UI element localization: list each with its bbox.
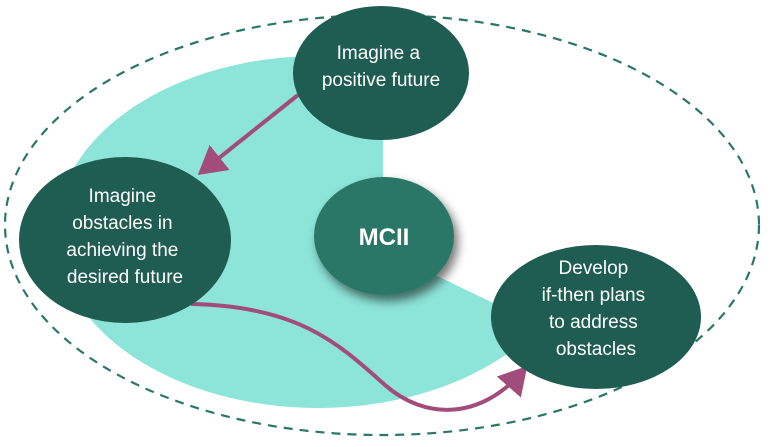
node-label-line: obstacles in xyxy=(72,213,172,234)
node-label-line: obstacles xyxy=(556,339,636,360)
node-label-line: desired future xyxy=(67,267,183,288)
node-label-line: Develop xyxy=(559,258,629,279)
center-label: MCII xyxy=(359,224,410,251)
svg-text:Imagine a positive futur: Imagine a positive future xyxy=(322,43,440,91)
arrow-obstacles-to-plans xyxy=(190,302,528,412)
node-label-line: to address xyxy=(549,312,638,333)
node-label-line: Imagine xyxy=(89,186,157,207)
center-node[interactable]: MCII xyxy=(314,177,454,295)
node-label-line: achieving the xyxy=(66,240,178,261)
svg-text:Imagine obstacles in: Imagine obstacles in achieving the desir… xyxy=(66,186,183,288)
arrow-positive-to-obstacles xyxy=(197,93,300,175)
node-obstacles[interactable]: Imagine obstacles in achieving the desir… xyxy=(19,157,231,323)
node-label-line: if-then plans xyxy=(542,285,646,306)
node-label-line: positive future xyxy=(322,70,440,91)
node-label-line: Imagine a xyxy=(337,43,421,64)
node-if-then-plans[interactable]: Develop if-then plans to address obstacl… xyxy=(491,245,701,389)
node-positive-future[interactable]: Imagine a positive future xyxy=(293,6,469,140)
svg-text:Develop if-then plans: Develop if-then plans to address obstacl… xyxy=(542,258,651,360)
